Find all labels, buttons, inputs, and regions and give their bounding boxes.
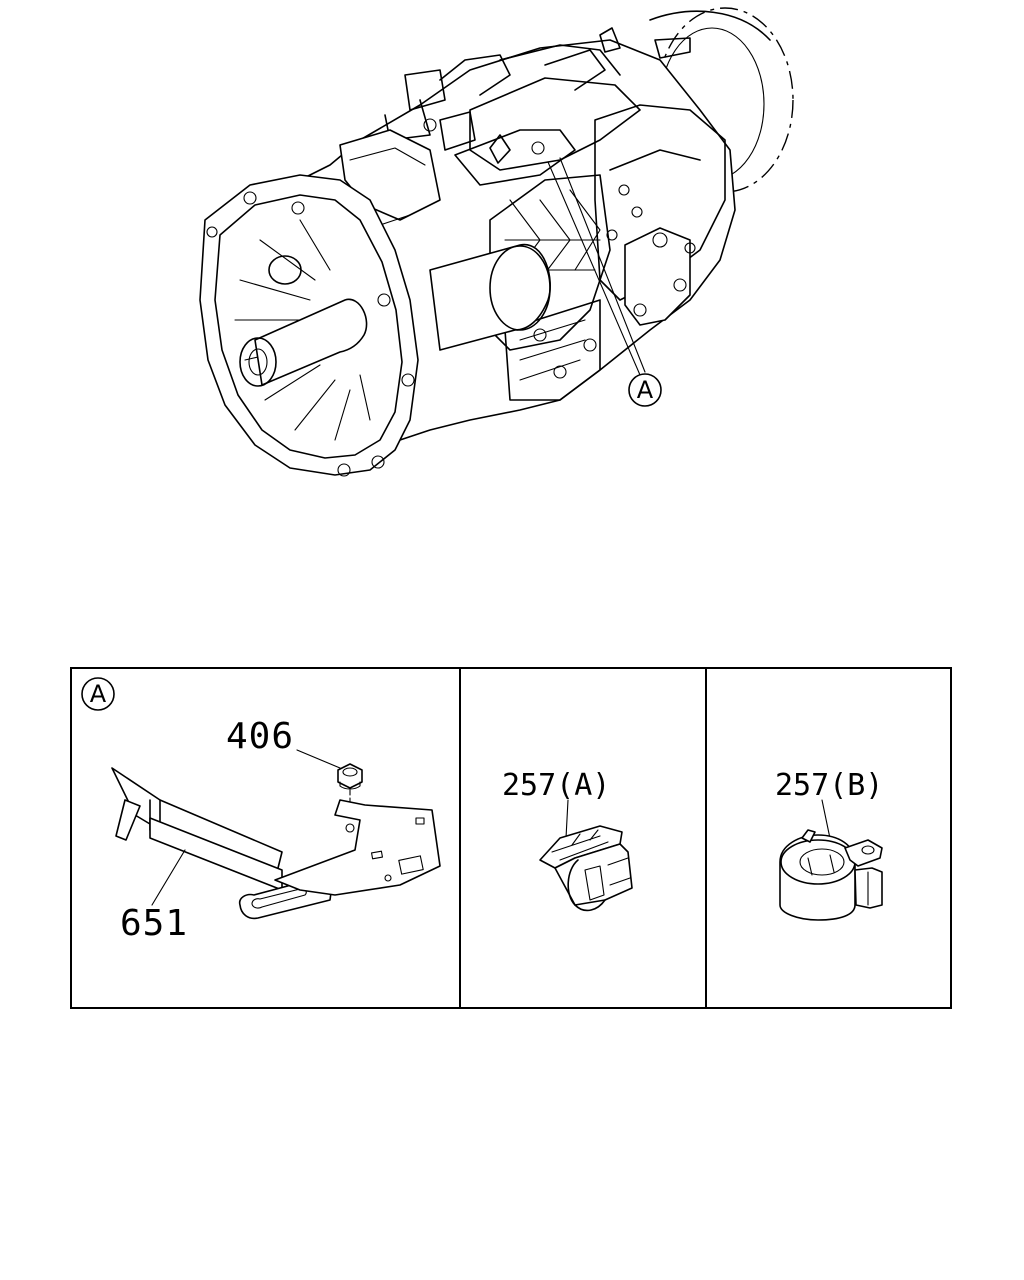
clip-a-part bbox=[539, 825, 633, 912]
part-number-257a: 257(A) bbox=[502, 768, 610, 803]
flange-nut-part bbox=[337, 763, 363, 819]
part-number-406: 406 bbox=[226, 716, 294, 757]
panel-a-marker: A bbox=[81, 677, 115, 711]
detail-panel-clip-a: 257(A) bbox=[502, 768, 633, 912]
view-a-leader-line bbox=[547, 161, 641, 376]
nut-leader-line bbox=[296, 749, 341, 769]
clip-b-part bbox=[779, 829, 883, 921]
view-a-marker-label: A bbox=[637, 376, 654, 404]
detail-panels-frame bbox=[70, 667, 952, 1009]
part-number-651: 651 bbox=[120, 903, 188, 944]
bell-housing bbox=[199, 174, 419, 477]
transmission-assembly-drawing: A bbox=[199, 7, 794, 477]
mounting-bracket-part bbox=[111, 767, 441, 920]
clip-a-leader-line bbox=[565, 799, 569, 839]
view-a-marker: A bbox=[628, 373, 662, 407]
detail-panel-clip-b: 257(B) bbox=[775, 768, 883, 921]
panel-a-marker-label: A bbox=[90, 680, 107, 708]
detail-panel-view-a: A 406 651 bbox=[81, 677, 441, 944]
part-number-257b: 257(B) bbox=[775, 768, 883, 803]
bracket-leader-line bbox=[151, 849, 186, 906]
